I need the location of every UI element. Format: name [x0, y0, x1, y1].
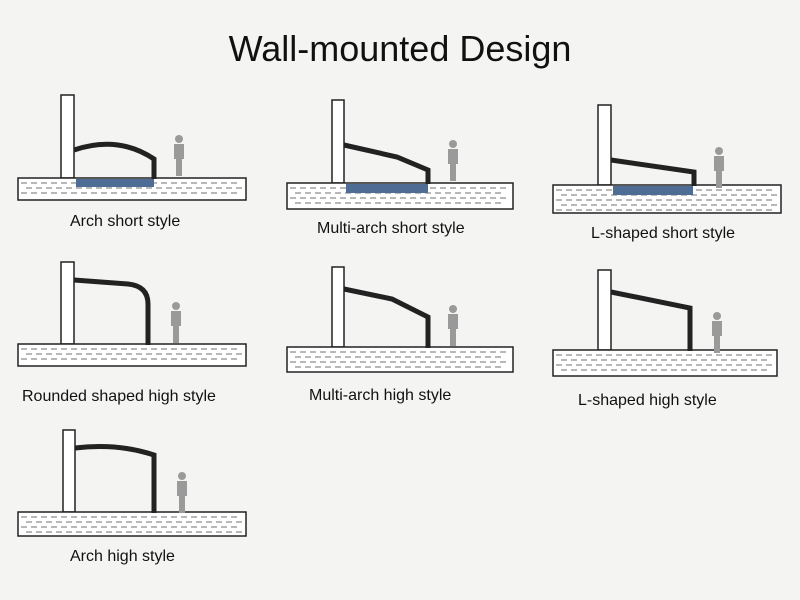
wall: [60, 261, 75, 345]
pool: [76, 179, 154, 187]
pool: [613, 186, 693, 195]
ground: [552, 349, 778, 377]
wall: [597, 104, 612, 186]
canopy-frame: [610, 289, 693, 351]
person-icon: [448, 305, 458, 346]
canopy-frame: [610, 157, 697, 186]
wall: [331, 266, 345, 348]
canopy-frame: [73, 277, 151, 345]
pool: [346, 184, 428, 193]
person-icon: [177, 472, 187, 513]
ground: [286, 346, 514, 373]
l-shaped-short-diagram: [552, 104, 782, 214]
person-icon: [712, 312, 722, 353]
style-label: L-shaped short style: [591, 225, 736, 242]
wall: [60, 94, 75, 179]
wall: [62, 429, 76, 513]
person-icon: [448, 140, 458, 181]
person-icon: [171, 302, 181, 343]
ground: [17, 343, 247, 367]
style-label: L-shaped high style: [578, 392, 717, 409]
l-shaped-high-diagram: [552, 269, 778, 377]
arch-short-diagram: [17, 94, 247, 201]
brick-pattern: [556, 189, 777, 211]
canopy-frame: [343, 142, 431, 184]
style-label: Arch short style: [70, 213, 181, 230]
canopy-frame: [343, 286, 431, 348]
brick-pattern: [556, 354, 772, 371]
design-rounded-high: Rounded shaped high style: [17, 261, 248, 412]
style-label: Multi-arch short style: [317, 220, 465, 237]
style-label: Multi-arch high style: [309, 387, 452, 404]
rounded-high-diagram: [17, 261, 247, 367]
design-arch-high: Arch high style: [17, 429, 248, 575]
multi-arch-short-diagram: [286, 99, 514, 210]
wall: [331, 99, 345, 184]
style-label: Arch high style: [70, 548, 175, 565]
style-label: Rounded shaped high style: [22, 388, 216, 405]
page-title: Wall-mounted Design: [228, 28, 572, 69]
design-multi-arch-short: Multi-arch short style: [286, 99, 515, 245]
arch-high-diagram: [17, 429, 247, 537]
wall: [597, 269, 612, 351]
design-l-shaped-high: L-shaped high style: [552, 269, 783, 420]
canopy-frame: [73, 141, 157, 179]
design-l-shaped-short: L-shaped short style: [552, 104, 783, 250]
person-icon: [714, 147, 724, 188]
brick-pattern: [21, 516, 242, 533]
design-arch-short: Arch short style: [17, 94, 248, 235]
design-multi-arch-high: Multi-arch high style: [286, 266, 515, 417]
brick-pattern: [21, 348, 242, 360]
canopy-frame: [74, 444, 157, 513]
brick-pattern: [290, 351, 506, 368]
person-icon: [174, 135, 184, 176]
multi-arch-high-diagram: [286, 266, 514, 373]
